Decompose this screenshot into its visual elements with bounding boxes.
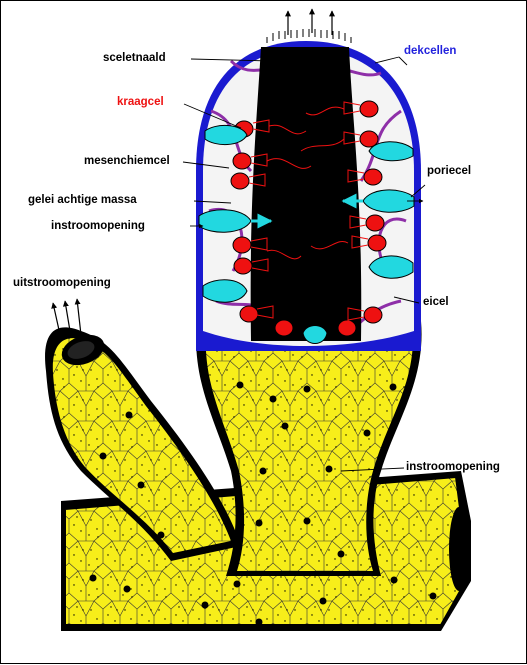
label-eicel: eicel xyxy=(423,296,449,309)
label-kraagcel: kraagcel xyxy=(117,96,164,109)
label-dekcellen: dekcellen xyxy=(404,45,456,58)
label-instroomopening-top: instroomopening xyxy=(51,220,145,233)
label-gelei-achtige-massa: gelei achtige massa xyxy=(28,194,137,207)
spicules-top xyxy=(267,29,351,43)
label-sceletnaald: sceletnaald xyxy=(103,52,166,65)
label-instroomopening-bottom: instroomopening xyxy=(406,461,500,474)
label-mesenchiemcel: mesenchiemcel xyxy=(84,155,170,168)
label-poriecel: poriecel xyxy=(427,165,471,178)
label-uitstroomopening: uitstroomopening xyxy=(13,277,111,290)
